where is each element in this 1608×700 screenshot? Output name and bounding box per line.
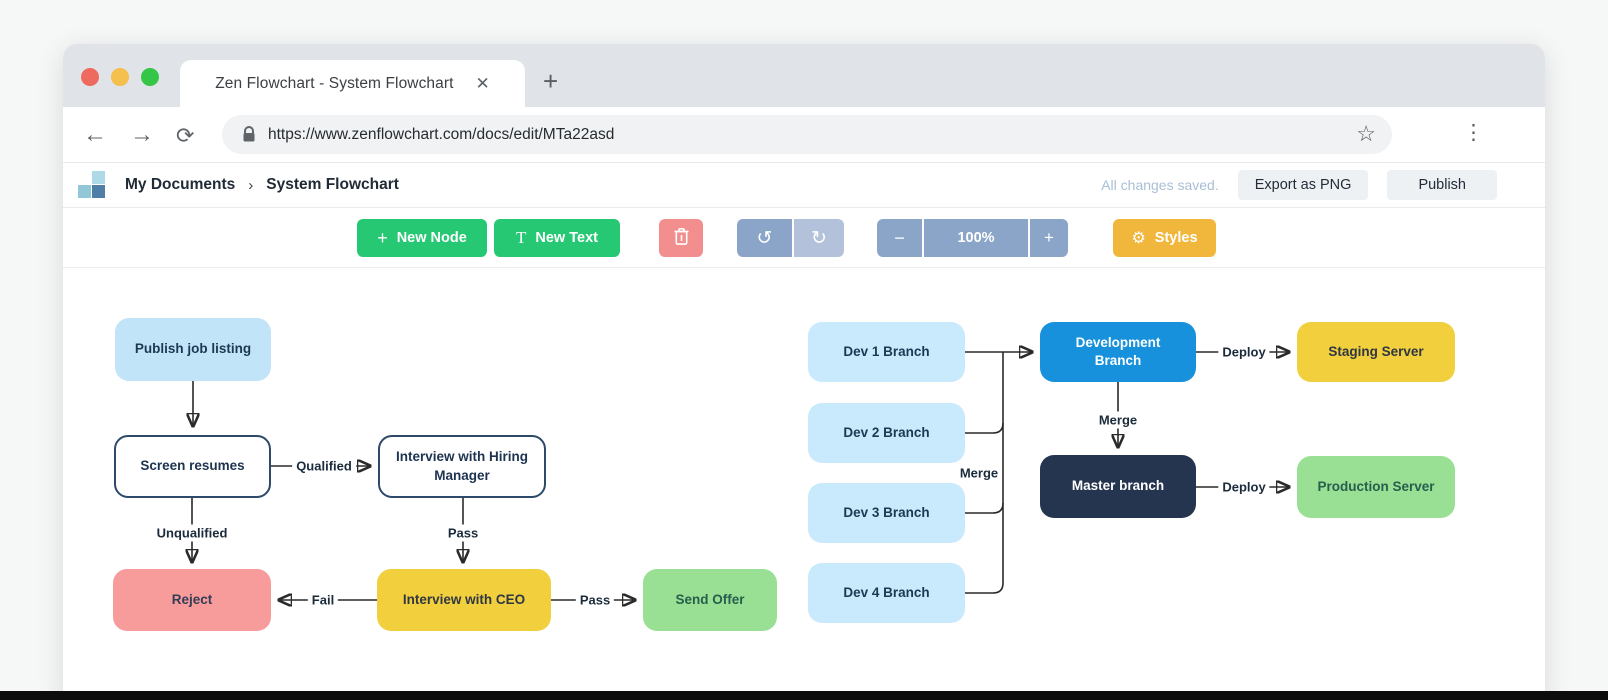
edge-label-unqualified[interactable]: Unqualified (152, 524, 232, 542)
tab-close-icon[interactable]: ✕ (475, 73, 490, 93)
redo-icon: ↻ (811, 227, 827, 249)
document-title[interactable]: System Flowchart (266, 176, 399, 193)
node-label: Development Branch (1075, 334, 1161, 368)
zoom-level: 100% (924, 219, 1028, 257)
node-label: Dev 1 Branch (843, 343, 930, 359)
reload-icon[interactable]: ⟳ (176, 123, 195, 148)
node-label: Master branch (1071, 478, 1165, 494)
new-node-button[interactable]: + New Node (357, 219, 487, 257)
node-development-branch[interactable]: Development Branch (1040, 322, 1196, 382)
new-text-label: New Text (535, 230, 598, 246)
zenflowchart-logo-icon[interactable] (78, 171, 106, 199)
node-publish-job-listing[interactable]: Publish job listing (115, 318, 271, 381)
node-label: Interview with Hiring Manager (395, 449, 528, 483)
export-png-button[interactable]: Export as PNG (1237, 170, 1369, 200)
redo-button[interactable]: ↻ (794, 219, 844, 257)
tab-title: Zen Flowchart - System Flowchart (215, 74, 454, 92)
edge-label-deploy-staging[interactable]: Deploy (1218, 343, 1270, 361)
node-label: Dev 3 Branch (843, 504, 930, 520)
breadcrumb-my-documents[interactable]: My Documents (125, 176, 236, 193)
browser-menu-icon[interactable]: ⋮ (1463, 121, 1484, 144)
node-label: Production Server (1317, 478, 1435, 494)
breadcrumb-chevron-icon: › (248, 176, 254, 194)
new-tab-icon[interactable]: + (543, 66, 559, 96)
node-interview-ceo[interactable]: Interview with CEO (377, 569, 551, 631)
divider (792, 219, 794, 257)
new-text-button[interactable]: T New Text (494, 219, 620, 257)
browser-tabstrip: Zen Flowchart - System Flowchart ✕ + (63, 44, 1545, 107)
node-label: Staging Server (1328, 343, 1424, 359)
zoom-control-group: − 100% + (877, 219, 1068, 257)
node-label: Dev 4 Branch (843, 584, 930, 600)
gear-icon: ⚙ (1131, 230, 1146, 247)
edge-label-merge[interactable]: Merge (1094, 411, 1142, 429)
edge-label-qualified[interactable]: Qualified (292, 457, 356, 475)
node-master-branch[interactable]: Master branch (1040, 455, 1196, 518)
node-dev-2-branch[interactable]: Dev 2 Branch (808, 403, 965, 463)
node-dev-1-branch[interactable]: Dev 1 Branch (808, 322, 965, 382)
lock-icon (242, 126, 256, 143)
window-controls (81, 68, 159, 86)
divider (1028, 219, 1030, 257)
browser-tab[interactable]: Zen Flowchart - System Flowchart ✕ (180, 60, 525, 107)
styles-label: Styles (1154, 230, 1198, 246)
edge-label-pass-offer[interactable]: Pass (575, 591, 615, 609)
editor-toolbar: + New Node T New Text ↺ ↻ − 100% (63, 208, 1545, 268)
node-screen-resumes[interactable]: Screen resumes (114, 435, 271, 498)
zoom-out-button[interactable]: − (877, 219, 922, 257)
node-send-offer[interactable]: Send Offer (643, 569, 777, 631)
node-dev-3-branch[interactable]: Dev 3 Branch (808, 483, 965, 543)
edge-label-deploy-production[interactable]: Deploy (1218, 478, 1270, 496)
screenshot-bottom-edge (0, 691, 1608, 700)
node-label: Screen resumes (140, 458, 245, 474)
undo-button[interactable]: ↺ (737, 219, 792, 257)
browser-window: Zen Flowchart - System Flowchart ✕ + ← →… (63, 44, 1545, 700)
edge-label-pass-hiring[interactable]: Pass (443, 524, 483, 542)
styles-button[interactable]: ⚙ Styles (1113, 219, 1216, 257)
node-interview-hiring-manager[interactable]: Interview with Hiring Manager (378, 435, 546, 498)
app-header: My Documents › System Flowchart All chan… (63, 162, 1545, 208)
edge-label-merge-trunk[interactable]: Merge (955, 464, 1003, 482)
url-bar[interactable]: https://www.zenflowchart.com/docs/edit/M… (222, 115, 1392, 154)
node-dev-4-branch[interactable]: Dev 4 Branch (808, 563, 965, 623)
zoom-in-button[interactable]: + (1030, 219, 1068, 257)
node-label: Send Offer (675, 591, 745, 607)
browser-navbar: ← → ⟳ https://www.zenflowchart.com/docs/… (63, 107, 1545, 162)
publish-button[interactable]: Publish (1387, 170, 1497, 200)
node-label: Reject (171, 591, 213, 607)
new-node-label: New Node (396, 230, 467, 246)
delete-button[interactable] (659, 219, 703, 257)
save-status: All changes saved. (1101, 177, 1219, 193)
node-label: Publish job listing (134, 341, 252, 357)
zoom-window-button[interactable] (141, 68, 159, 86)
node-label: Dev 2 Branch (843, 424, 930, 440)
undo-icon: ↺ (756, 227, 773, 249)
node-production-server[interactable]: Production Server (1297, 456, 1455, 518)
undo-redo-group: ↺ ↻ (737, 219, 844, 257)
bookmark-star-icon[interactable]: ☆ (1356, 121, 1376, 146)
back-icon[interactable]: ← (83, 121, 107, 148)
close-window-button[interactable] (81, 68, 99, 86)
edge-label-fail[interactable]: Fail (307, 591, 339, 609)
url-text: https://www.zenflowchart.com/docs/edit/M… (268, 125, 615, 143)
plus-icon: + (377, 227, 388, 248)
node-reject[interactable]: Reject (113, 569, 271, 631)
node-label: Interview with CEO (402, 591, 526, 607)
text-tool-icon: T (516, 228, 527, 247)
flowchart-canvas[interactable]: Publish job listing Screen resumes Inter… (63, 268, 1545, 700)
node-staging-server[interactable]: Staging Server (1297, 322, 1455, 382)
divider (922, 219, 924, 257)
forward-icon[interactable]: → (130, 121, 154, 148)
trash-icon (673, 227, 690, 250)
minimize-window-button[interactable] (111, 68, 129, 86)
